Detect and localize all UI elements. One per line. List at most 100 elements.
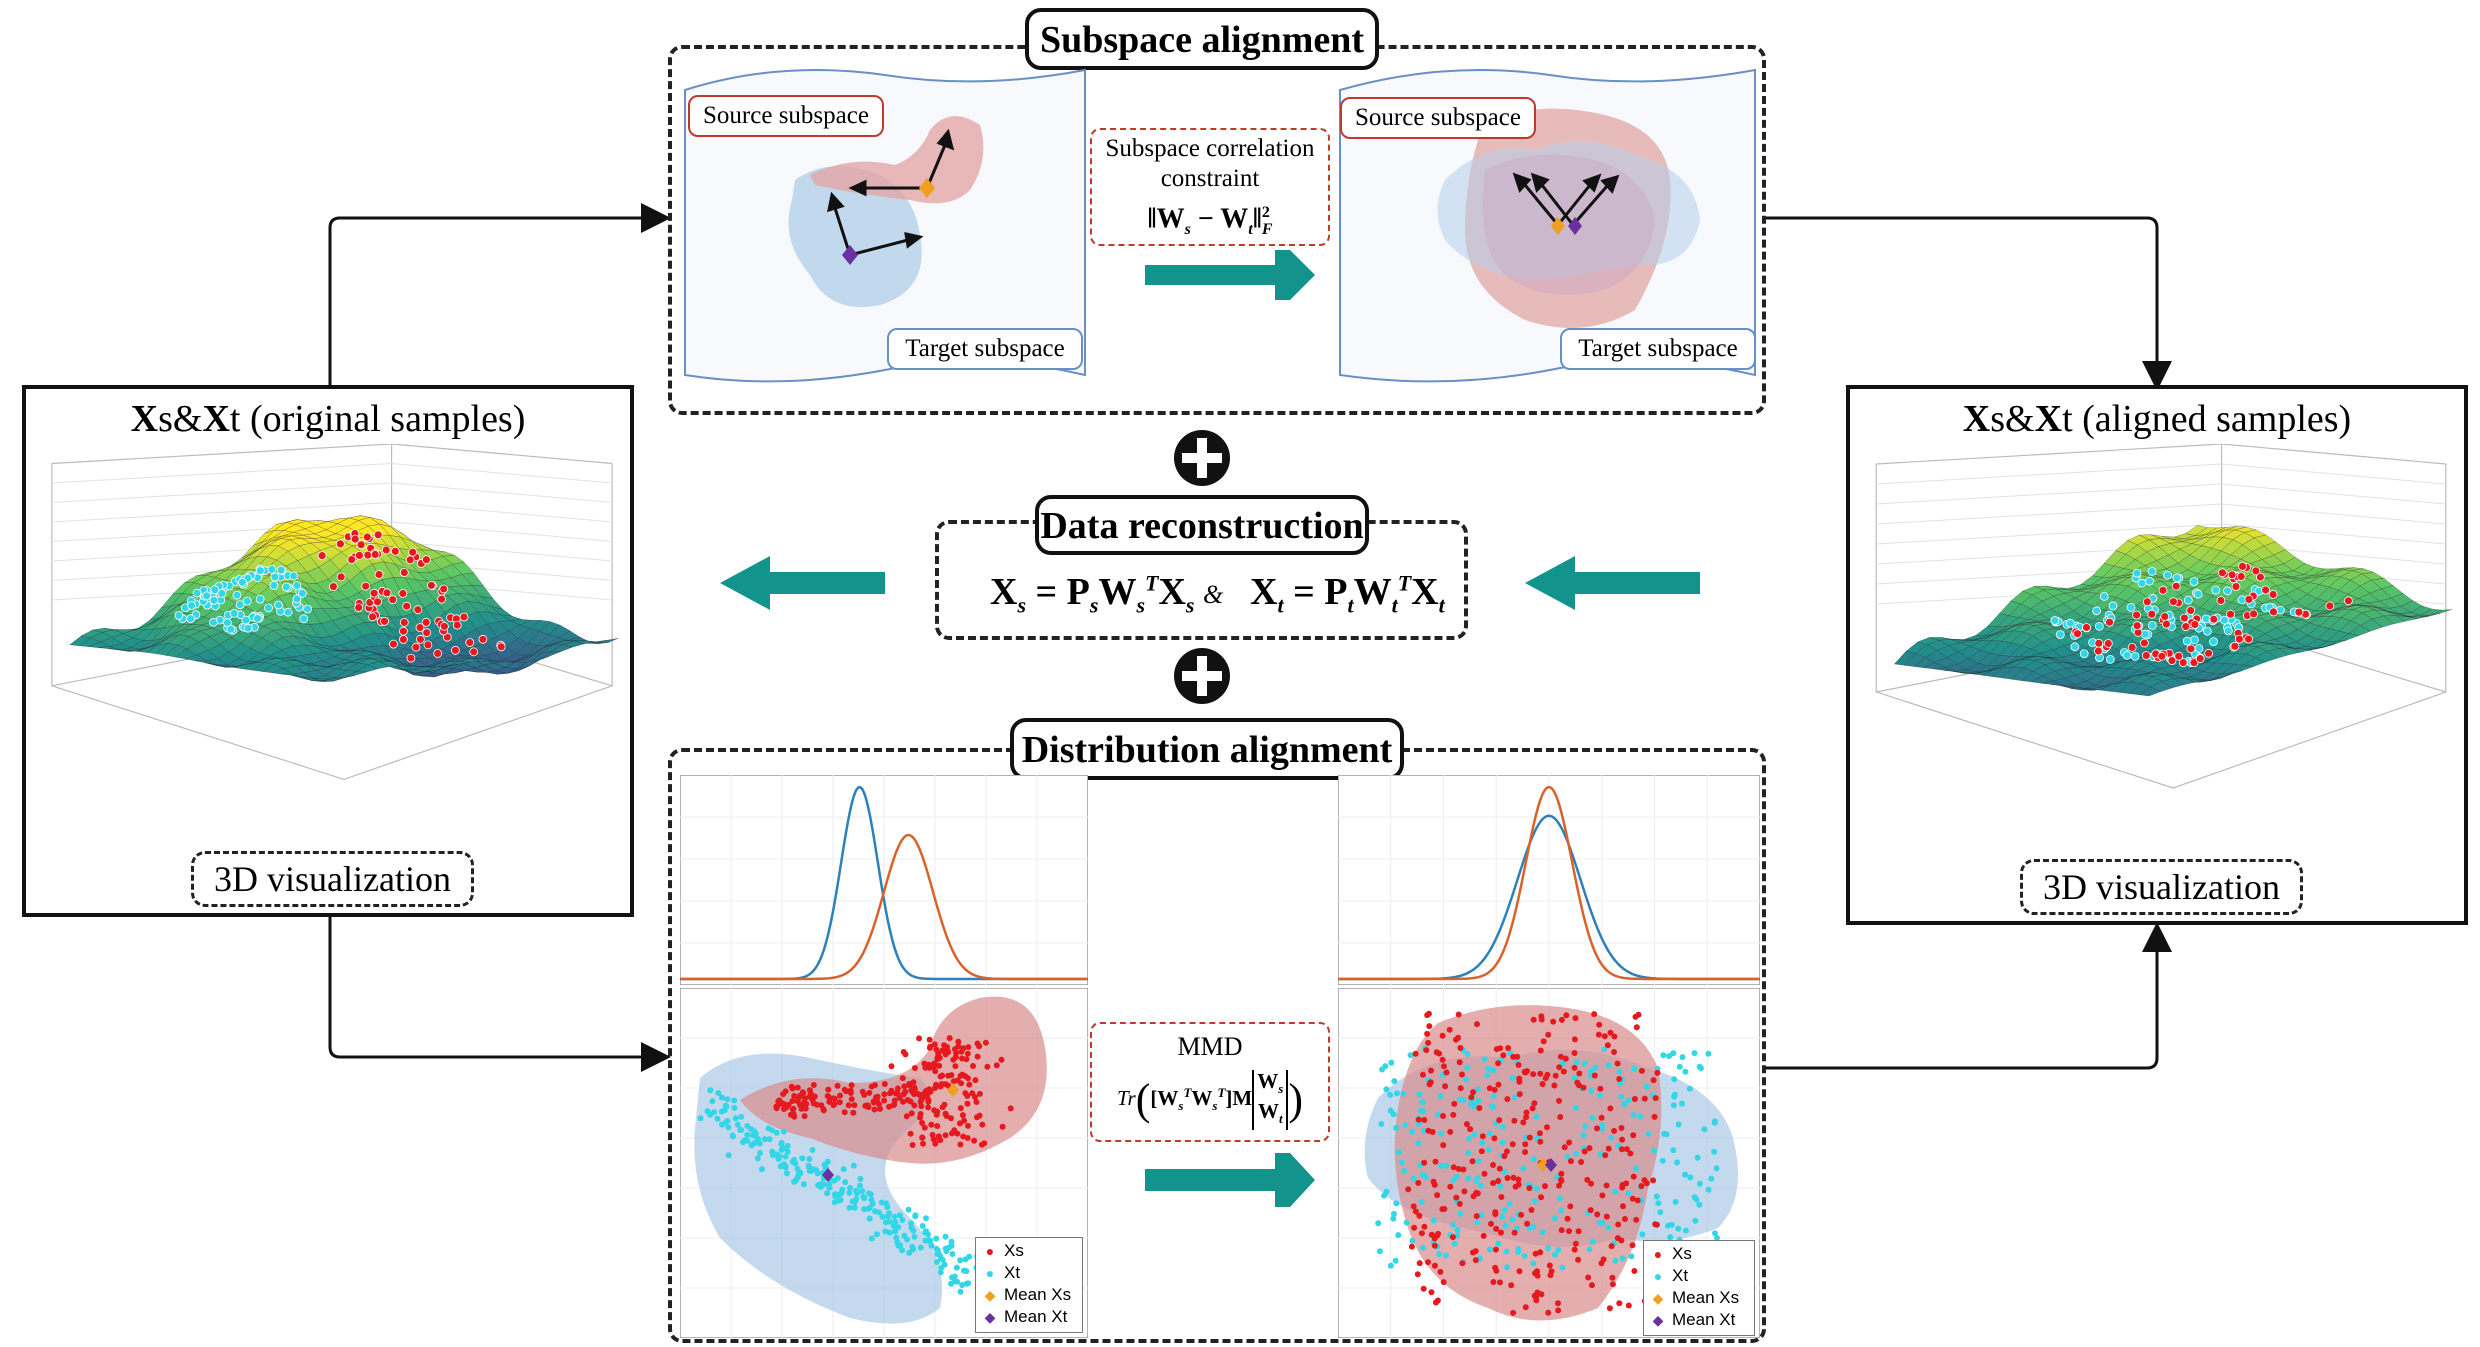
xs-point (2093, 646, 2103, 656)
xt-point (1465, 1149, 1472, 1156)
xs-point (1586, 1145, 1593, 1152)
xt-point (1504, 1264, 1510, 1271)
xt-point (784, 1142, 791, 1149)
xs-point (1440, 1113, 1446, 1119)
xs-point (1633, 1024, 1640, 1031)
xs-point (399, 568, 409, 577)
xt-point (1409, 1237, 1416, 1244)
xt-point (868, 1235, 875, 1242)
reconstruction-formula-xt: Xt = PtWtTXt (1250, 570, 1445, 618)
xs-point (881, 1097, 888, 1104)
xt-point (1488, 1102, 1495, 1109)
xs-point (2226, 609, 2235, 619)
xs-point (1566, 1139, 1573, 1146)
surface-mesh (1893, 525, 2452, 697)
xs-point (1455, 1034, 1462, 1041)
xt-point (927, 1237, 934, 1244)
xs-point (965, 1044, 972, 1051)
xt-point (806, 1156, 813, 1162)
xs-point (2217, 568, 2227, 578)
right-subspace-sheet (1339, 68, 1756, 383)
xs-point (921, 1124, 928, 1131)
xs-point (399, 617, 409, 627)
xt-point (1450, 1221, 1457, 1228)
xt-point (1682, 1227, 1689, 1234)
xs-point (979, 1141, 985, 1148)
xt-point (1711, 1148, 1718, 1155)
legend-item-xs: ●Xs (1650, 1243, 1748, 1265)
xs-point (1650, 1177, 1657, 1184)
xs-point (1638, 1067, 1645, 1074)
xt-point (210, 585, 220, 595)
xt-point (813, 1167, 820, 1173)
xs-point (1007, 1105, 1014, 1112)
xs-point (1631, 1096, 1638, 1102)
xs-point (1526, 1185, 1533, 1192)
xs-point (1478, 1148, 1485, 1155)
left-target-subspace-label: Target subspace (887, 328, 1083, 370)
xt-point (1499, 1124, 1506, 1130)
xs-point (974, 1040, 981, 1047)
xs-point (1451, 1100, 1458, 1107)
xs-point (982, 1039, 989, 1046)
xs-point (1651, 1113, 1658, 1120)
xs-point (936, 1136, 943, 1143)
xt-point (782, 1153, 789, 1160)
xt-point (784, 1148, 791, 1155)
xs-point (866, 1089, 873, 1096)
xs-point (1414, 1271, 1421, 1278)
xs-point (974, 1053, 981, 1060)
xs-dot-icon: ● (1653, 1246, 1663, 1262)
xt-point (778, 1139, 785, 1146)
xs-point (1495, 1060, 1502, 1067)
xs-point (1572, 1015, 1579, 1022)
xt-point (1599, 1219, 1606, 1226)
gridline (1876, 483, 2222, 505)
xs-point (465, 638, 475, 647)
xt-point (1394, 1090, 1400, 1097)
xs-point (926, 1064, 933, 1071)
xt-point (2209, 637, 2218, 647)
xt-point (1625, 1097, 1632, 1103)
xs-point (1599, 1192, 1606, 1199)
xt-point (2099, 591, 2109, 601)
xs-point (1641, 1095, 1648, 1102)
xt-point (1456, 1096, 1463, 1103)
xt-point (1464, 1050, 1471, 1057)
xs-point (871, 1082, 878, 1089)
xs-point (1572, 1240, 1579, 1247)
xt-point (1436, 1251, 1443, 1258)
xt-point (839, 1186, 846, 1193)
xs-point (948, 1072, 955, 1079)
xs-point (2227, 570, 2237, 580)
xt-point (1420, 1171, 1426, 1178)
xt-point (806, 1167, 813, 1174)
xt-point (1605, 1062, 1612, 1069)
xt-point (1495, 1240, 1502, 1247)
constraint-formula: ‖Ws − Wt‖2F (1147, 203, 1273, 238)
xs-point (1614, 1060, 1621, 1067)
xt-point (783, 1170, 790, 1177)
xs-point (2343, 596, 2353, 606)
xs-dot-icon: ● (985, 1243, 995, 1259)
reconstruction-formula-xs: Xs = PsWsTXs (990, 570, 1195, 618)
xt-point (1410, 1175, 1417, 1182)
xs-point (826, 1098, 833, 1105)
xt-point (1499, 1139, 1506, 1146)
xs-point (837, 1092, 843, 1099)
xt-point (217, 588, 227, 598)
legend-before: ●Xs ●Xt ◆Mean Xs ◆Mean Xt (975, 1237, 1083, 1333)
xs-point (1432, 1158, 1439, 1165)
xt-point (1474, 1086, 1481, 1093)
xs-point (1496, 1165, 1503, 1172)
xs-point (802, 1095, 808, 1102)
xt-point (1511, 1094, 1518, 1101)
xs-point (1537, 1249, 1544, 1256)
xs-point (825, 1094, 832, 1100)
xs-point (1618, 1146, 1625, 1153)
xt-point (884, 1204, 891, 1210)
gridline (1876, 523, 2222, 545)
xt-point (297, 588, 307, 598)
xs-point (1432, 1299, 1439, 1306)
xt-point (2219, 615, 2229, 625)
